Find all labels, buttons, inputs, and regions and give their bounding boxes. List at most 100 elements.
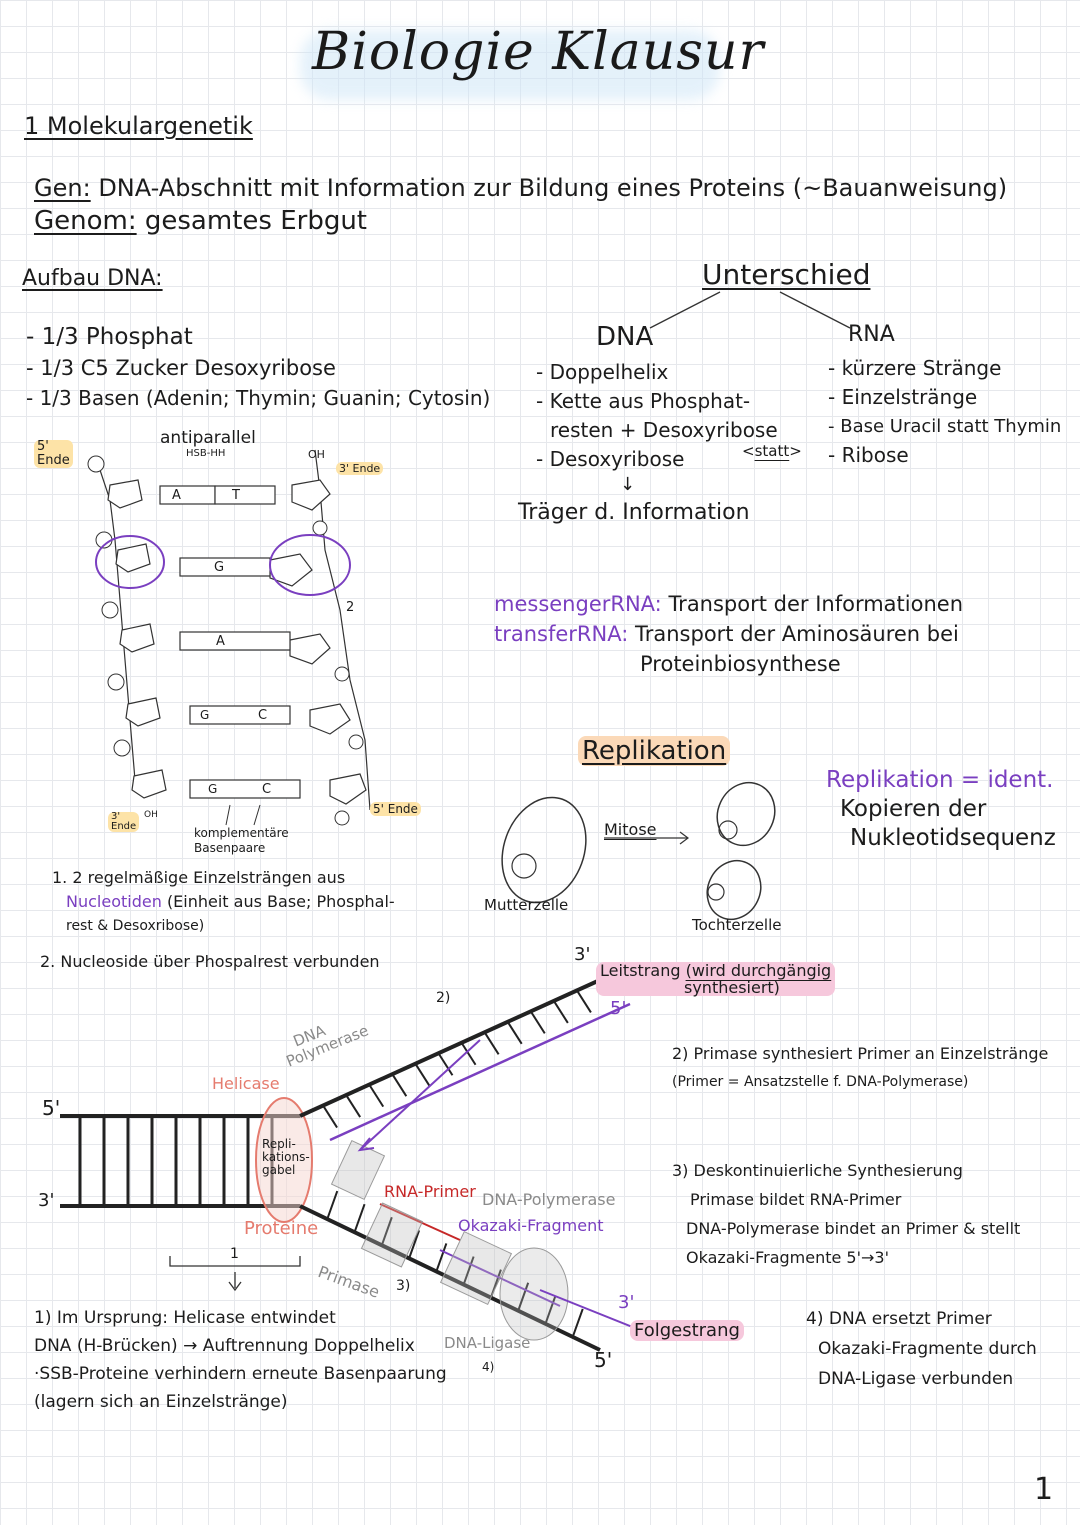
step4-line3: DNA-Ligase verbunden: [818, 1369, 1014, 1389]
step3-line1: 3) Deskontinuierliche Synthesierung: [672, 1161, 963, 1180]
base-left-2: G: [214, 560, 225, 575]
genom-text: gesamtes Erbgut: [144, 206, 367, 236]
leading-rungs: [322, 989, 592, 1129]
lagging-rung: [326, 1190, 339, 1220]
dna-polymerase-label: DNA-Polymerase: [482, 1190, 616, 1209]
statt-arrow-right: >: [789, 442, 802, 460]
section-heading: 1 Molekulargenetik: [24, 112, 253, 140]
rna-primer-label: RNA-Primer: [384, 1182, 476, 1201]
leading-5-label: 5': [610, 998, 627, 1019]
diagram-5-word: Ende: [37, 453, 70, 468]
statt-word: statt: [754, 442, 790, 460]
leading-rung: [391, 1073, 408, 1097]
leading-rung: [322, 1105, 338, 1129]
sugar-right-4: [309, 703, 351, 735]
fork-5-left: 5': [42, 1096, 61, 1120]
fork-num-4: 4): [482, 1360, 495, 1374]
mutterzelle-cell: [501, 796, 587, 904]
step4-line1: 4) DNA ersetzt Primer: [806, 1309, 992, 1329]
leading-arrow: [359, 1039, 481, 1151]
phosphate-right-4: [334, 810, 350, 826]
base-left-1: A: [172, 488, 181, 503]
aufbau-item-2: - 1/3 C5 Zucker Desoxyribose: [26, 356, 336, 380]
arrow-1-down: [228, 1272, 242, 1292]
base-box-1b: [214, 485, 276, 505]
mitose-label: Mitose: [604, 820, 657, 839]
step-4: 4) DNA ersetzt Primer Okazaki-Fragmente …: [806, 1304, 1037, 1394]
oh-top-label: OH: [308, 448, 325, 461]
diagram-num-2: 2: [346, 600, 355, 615]
leading-rung: [483, 1031, 500, 1055]
trna-term: transferRNA:: [494, 622, 629, 646]
step-1: 1) Im Ursprung: Helicase entwindet DNA (…: [34, 1304, 447, 1416]
base-box-2: [179, 557, 271, 577]
leading-arrowhead: [357, 1137, 375, 1152]
dna-prop-2: - Kette aus Phosphat-: [536, 389, 751, 413]
mitosis-cells: [501, 781, 776, 921]
sugar-right-3: [289, 633, 331, 665]
step-2: 2) Primase synthesiert Primer an Einzels…: [672, 1040, 1048, 1096]
mrna-line: messengerRNA: Transport der Informatione…: [494, 592, 963, 616]
lagging-rung: [517, 1282, 530, 1312]
polymerase-box-leading: [330, 1139, 386, 1201]
step3-line3: DNA-Polymerase bindet an Primer & stellt: [686, 1219, 1021, 1238]
replication-fork-diagram: [60, 978, 641, 1352]
lagging-rung: [353, 1203, 366, 1233]
lagging-5-label: 5': [594, 1348, 613, 1372]
left-backbone: [99, 469, 136, 781]
leading-new-strand: [329, 1002, 631, 1142]
tochterzelle-2: [706, 859, 762, 921]
dna-prop-4: - Desoxyribose: [536, 447, 685, 471]
lagging-rungs: [326, 1190, 584, 1338]
step3-line4: Okazaki-Fragmente 5'→3': [686, 1248, 889, 1267]
diagram-note-1: 1. 2 regelmäßige Einzelsträngen aus Nucl…: [52, 866, 395, 938]
note1-nucleotiden: Nucleotiden: [66, 892, 162, 911]
step1-line4: (lagern sich an Einzelstränge): [34, 1392, 288, 1412]
diagram-3b-text: 3': [111, 811, 121, 822]
base-box-5: [189, 779, 301, 799]
mutterzelle-label: Mutterzelle: [484, 896, 569, 914]
lagging-arrow: [539, 1289, 641, 1331]
diagram-note-2: 2. Nucleoside über Phospalrest verbunden: [40, 952, 380, 971]
dna-ligase-shape: [499, 1247, 569, 1341]
lagging-rung: [462, 1256, 475, 1285]
dna-prop-1: - Doppelhelix: [536, 360, 669, 384]
phosphate-right-1: [312, 520, 328, 536]
fork-num-3: 3): [396, 1278, 411, 1294]
lagging-rung: [408, 1230, 421, 1259]
diagram-5-end-label: 5' Ende: [34, 440, 73, 468]
rna-prop-2: - Einzelstränge: [828, 385, 978, 409]
mrna-term: messengerRNA:: [494, 592, 662, 616]
note1-line2: (Einheit aus Base; Phosphal-: [166, 892, 395, 911]
base-right-5: C: [262, 782, 272, 797]
leading-rung: [345, 1094, 361, 1118]
step-3: 3) Deskontinuierliche Synthesierung Prim…: [672, 1156, 1020, 1272]
rna-label: RNA: [848, 322, 895, 347]
replikation-def-1: Replikation = ident.: [826, 767, 1054, 793]
diagram-3-end-bottom: 3' Ende: [108, 811, 140, 832]
base-left-3: A: [216, 634, 225, 649]
diagram-3b-word: Ende: [111, 821, 137, 832]
phosphate-left-3: [101, 601, 119, 619]
leitstrang-label: Leitstrang (wird durchgängig synthesiert…: [596, 962, 836, 996]
replikationsgabel-label: Repli- kations- gabel: [262, 1138, 310, 1177]
sugar-left-5: [131, 769, 167, 799]
aufbau-heading: Aufbau DNA:: [22, 266, 163, 291]
step4-line2: Okazaki-Fragmente durch: [818, 1339, 1037, 1359]
step1-line3: ·SSB-Proteine verhindern erneute Basenpa…: [34, 1364, 447, 1384]
dna-properties: - Doppelhelix - Kette aus Phosphat- rest…: [536, 358, 778, 474]
note1-line3: rest & Desoxribose): [66, 918, 205, 934]
mutterzelle-nucleus: [511, 853, 537, 879]
sugar-left-3: [119, 623, 155, 653]
phosphate-right-2: [334, 666, 350, 682]
aufbau-item-1: - 1/3 Phosphat: [26, 324, 193, 350]
page-number: 1: [1034, 1472, 1054, 1507]
statt-label: <statt>: [742, 442, 802, 460]
branch-dna: [649, 291, 721, 329]
base-box-4: [189, 705, 291, 725]
note1-line1: 1. 2 regelmäßige Einzelsträngen aus: [52, 868, 346, 887]
leading-rung: [576, 989, 592, 1013]
phosphate-left-5: [113, 739, 131, 757]
tochterzelle-1: [716, 781, 776, 847]
mitose-arrowhead: [679, 831, 689, 845]
